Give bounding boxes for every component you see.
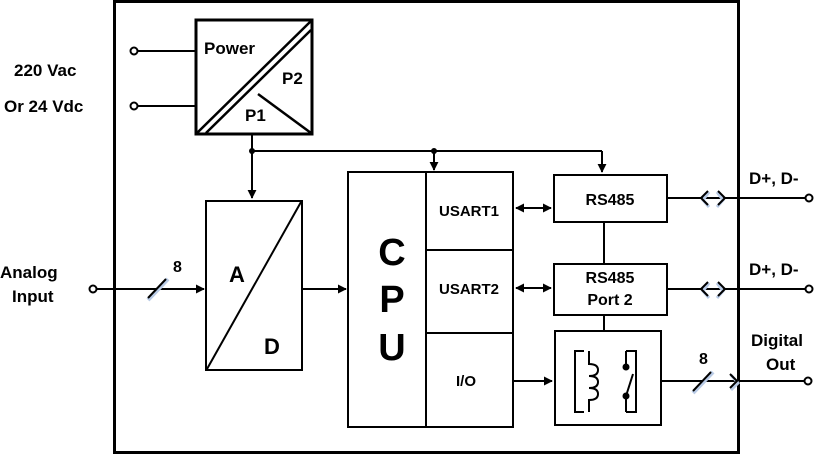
cpu-block: C P U USART1 USART2 I/O [347, 171, 514, 428]
relay-box [554, 330, 662, 426]
adc-a-label: A [229, 262, 245, 287]
analog-input-label-2: Input [12, 287, 54, 306]
cpu-letter-p: P [379, 279, 404, 321]
power-distribution [247, 134, 607, 199]
cpu-usart2-label: USART2 [439, 281, 499, 298]
rs485-port2-label-2: Port 2 [587, 292, 632, 309]
analog-input-terminal [88, 284, 98, 294]
digital-out-label-1: Digital [751, 331, 803, 350]
relay-coil-icon [588, 351, 600, 412]
digital-out-arrow-glyph [729, 373, 739, 389]
digital-bus-width: 8 [699, 351, 708, 368]
relay-coil-bracket [574, 350, 584, 413]
analog-input-label-1: Analog [0, 263, 58, 282]
relay-block: 8 Digital Out [513, 330, 813, 426]
digital-bus-slash-highlight [691, 370, 715, 395]
power-supply-block: 220 Vac Or 24 Vdc Power P2 P1 [4, 18, 314, 136]
power-p1-label: P1 [245, 106, 266, 125]
rs485-port2-output-label: D+, D- [749, 260, 799, 279]
adc-box [205, 200, 303, 371]
power-p2-label: P2 [282, 69, 303, 88]
adc-d-label: D [264, 334, 280, 359]
cpu-letter-u: U [378, 327, 405, 369]
rs485-port2-bidir-glyph [699, 281, 727, 297]
cpu-usart1-label: USART1 [439, 203, 499, 220]
digital-out-label-2: Out [766, 355, 796, 374]
cpu-io-label: I/O [456, 373, 476, 390]
power-terminal-2 [129, 101, 139, 111]
cpu-box [347, 171, 514, 428]
analog-bus-slash [147, 278, 167, 299]
power-input-label-2: Or 24 Vdc [4, 97, 83, 116]
power-p1-p2-divider [257, 92, 312, 135]
relay-contact-bracket [626, 350, 637, 413]
power-divider [196, 20, 312, 134]
rs485-port1-bidir-glyph [699, 190, 727, 206]
adc-block: A D 8 Analog Input [0, 200, 303, 371]
rs485-port2-terminal [804, 284, 814, 294]
power-input-label-1: 220 Vac [14, 61, 76, 80]
cpu-letter-c: C [378, 232, 405, 274]
power-box [194, 18, 314, 136]
rs485-port1-output-label: D+, D- [749, 169, 799, 188]
digital-bus-slash [692, 371, 712, 392]
power-terminal-1 [129, 46, 139, 56]
rs485-port1-block: RS485 D+, D- [515, 169, 814, 223]
relay-switch-arm [625, 373, 634, 397]
device-enclosure [113, 0, 740, 454]
rs485-port2-label-1: RS485 [586, 270, 635, 287]
adc-diagonal [206, 201, 302, 370]
analog-bus-slash-highlight [146, 277, 170, 302]
rs485-port2-block: RS485 Port 2 D+, D- [515, 260, 814, 316]
rs485-port1-terminal [804, 193, 814, 203]
digital-out-terminal [803, 376, 813, 386]
rs485-port1-label: RS485 [586, 192, 635, 209]
analog-bus-width: 8 [173, 259, 182, 276]
power-title: Power [204, 39, 255, 58]
